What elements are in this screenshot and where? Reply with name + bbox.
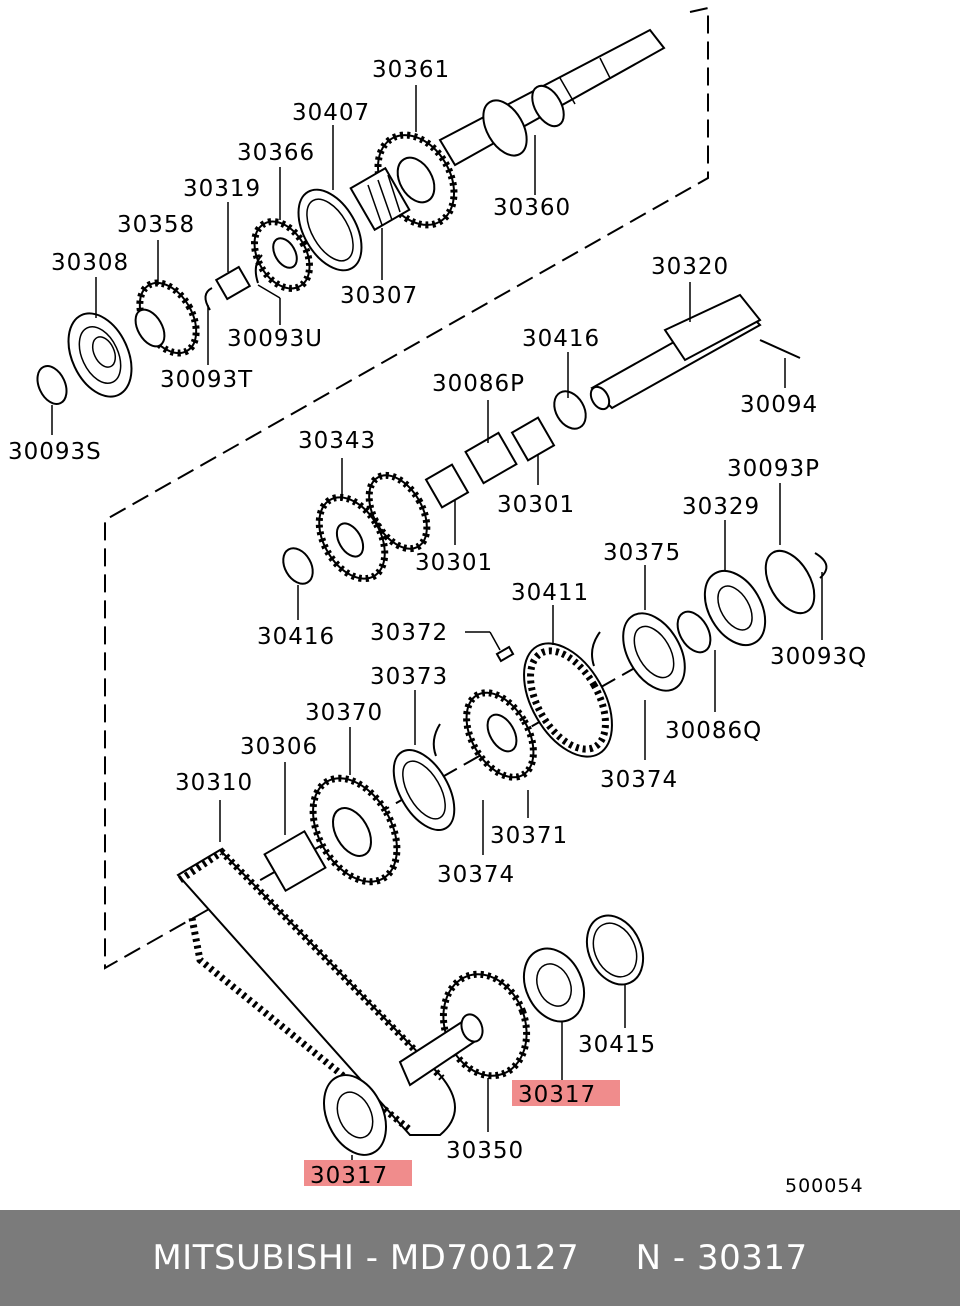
part-info-text: MITSUBISHI - MD700127 N - 30317 <box>152 1238 808 1278</box>
washer-30415 <box>585 914 645 986</box>
exploded-parts-diagram: 30361 30407 30366 30319 30358 30308 3036… <box>8 6 867 1197</box>
needle-bearing-30301-a <box>510 416 556 462</box>
needle-bearing-30319 <box>214 265 252 301</box>
gear-30370 <box>309 774 401 886</box>
label-30374-right: 30374 <box>600 767 678 793</box>
bearing-30329 <box>703 570 767 646</box>
sprocket-30350 <box>398 970 531 1087</box>
needle-bearing-30306 <box>263 829 327 893</box>
snap-ring-30093U <box>254 254 263 284</box>
label-30360: 30360 <box>493 195 571 221</box>
bearing-30308 <box>67 312 133 398</box>
label-30407: 30407 <box>292 100 370 126</box>
chain-30310 <box>176 847 456 1136</box>
collar-30086P <box>464 431 518 485</box>
bearing-30317-right <box>522 947 586 1023</box>
bearing-30317-left <box>323 1074 387 1156</box>
needle-bearing-30307 <box>349 166 411 232</box>
washer-30416-upper <box>553 390 587 430</box>
spring-30374-b <box>432 723 441 757</box>
spring-30374-a <box>591 631 601 667</box>
label-30094: 30094 <box>740 392 818 418</box>
dashed-boundary <box>104 6 709 970</box>
gear-30366 <box>251 218 313 292</box>
part-info-footer: MITSUBISHI - MD700127 N - 30317 <box>0 1210 960 1306</box>
label-30343: 30343 <box>298 428 376 454</box>
washer-30416-lower <box>282 547 314 585</box>
label-30358: 30358 <box>117 212 195 238</box>
label-30301-upper: 30301 <box>497 492 575 518</box>
snap-ring-30093S <box>36 365 68 405</box>
label-30308: 30308 <box>51 250 129 276</box>
label-30373: 30373 <box>370 664 448 690</box>
label-30411: 30411 <box>511 580 589 606</box>
label-30366: 30366 <box>237 140 315 166</box>
label-30370: 30370 <box>305 700 383 726</box>
label-30093S: 30093S <box>8 439 102 465</box>
ring-30407 <box>297 188 363 272</box>
main-shaft <box>438 28 666 167</box>
label-30416-upper: 30416 <box>522 326 600 352</box>
gear-30358 <box>134 279 200 357</box>
label-30086Q: 30086Q <box>665 718 762 744</box>
needle-bearing-30301-b <box>424 463 470 509</box>
pin-30094 <box>759 339 801 359</box>
label-30320: 30320 <box>651 254 729 280</box>
label-30415: 30415 <box>578 1032 656 1058</box>
collar-30086Q <box>676 610 712 654</box>
label-30301-lower: 30301 <box>415 550 493 576</box>
label-30372: 30372 <box>370 620 448 646</box>
label-30317-right: 30317 <box>518 1082 596 1108</box>
diagram-reference: 500054 <box>785 1175 864 1197</box>
highlight-30317-left <box>304 1160 412 1186</box>
label-30350: 30350 <box>446 1138 524 1164</box>
label-30306: 30306 <box>240 734 318 760</box>
label-30375: 30375 <box>603 540 681 566</box>
label-30093P: 30093P <box>727 456 820 482</box>
sleeve-30411 <box>523 642 613 758</box>
highlight-30317-right <box>512 1080 620 1106</box>
label-30307: 30307 <box>340 283 418 309</box>
label-30371: 30371 <box>490 823 568 849</box>
leader-lines <box>51 85 823 1160</box>
label-30093Q: 30093Q <box>770 644 867 670</box>
label-30093T: 30093T <box>160 367 253 393</box>
label-30374-left: 30374 <box>437 862 515 888</box>
label-30319: 30319 <box>183 176 261 202</box>
label-30093U: 30093U <box>227 326 323 352</box>
label-30317-left: 30317 <box>310 1163 388 1189</box>
label-30329: 30329 <box>682 494 760 520</box>
label-30310: 30310 <box>175 770 253 796</box>
ring-30375 <box>622 612 686 692</box>
snap-ring-30093P <box>764 549 816 615</box>
counter-gear-30343 <box>315 471 431 583</box>
snap-ring-30093Q <box>814 552 828 579</box>
hub-30371 <box>463 689 537 781</box>
label-30361: 30361 <box>372 57 450 83</box>
countershaft-30320 <box>589 293 762 411</box>
label-30086P: 30086P <box>432 371 525 397</box>
ring-30373 <box>392 749 456 831</box>
label-30416-lower: 30416 <box>257 624 335 650</box>
key-30372 <box>495 645 515 663</box>
